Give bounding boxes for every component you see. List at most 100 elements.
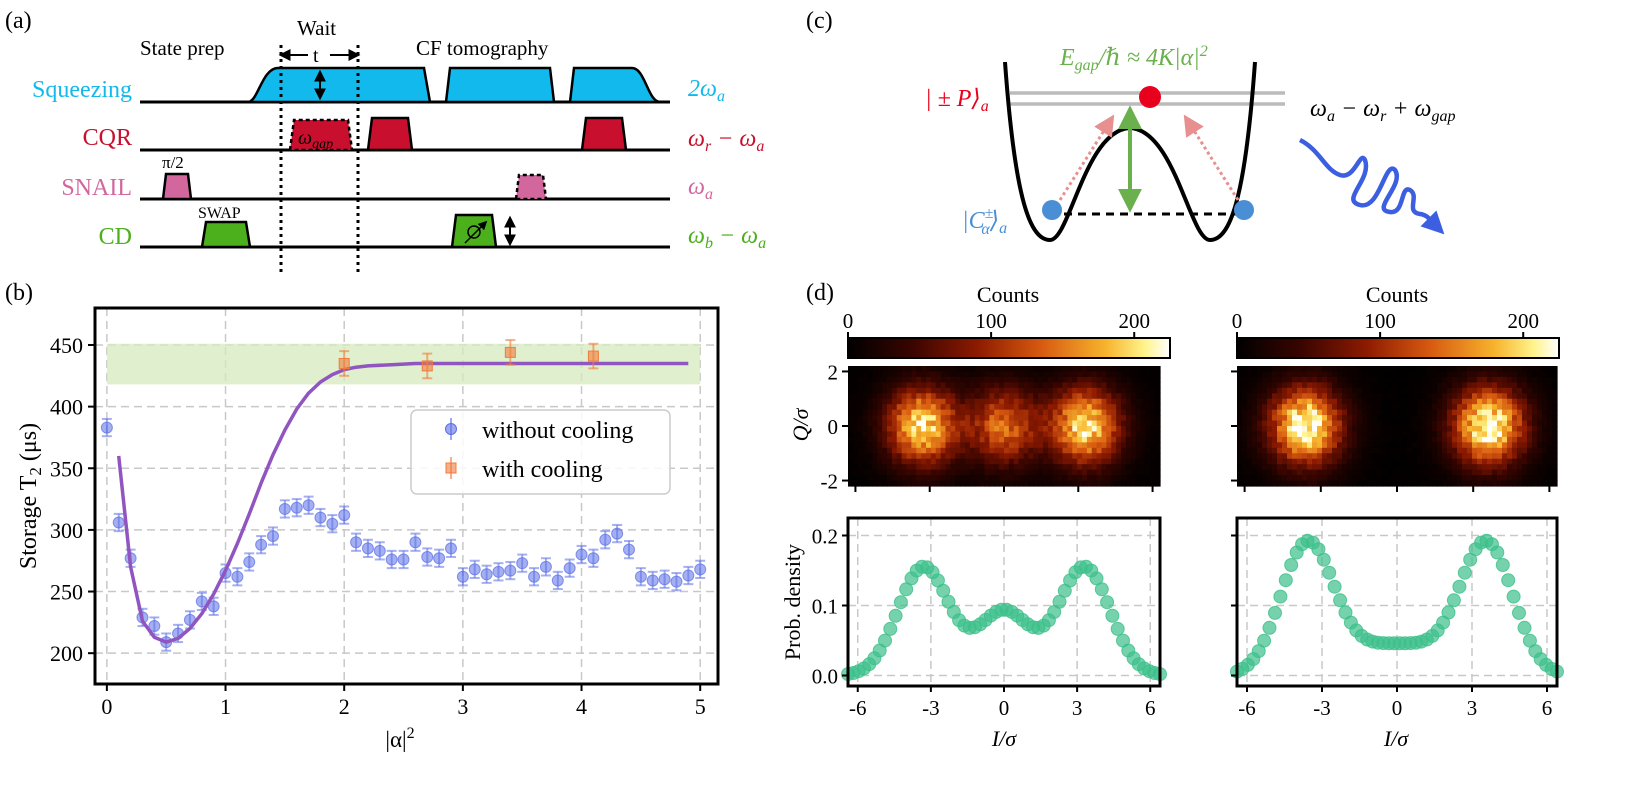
- heatmap-cell: [911, 453, 917, 460]
- heatmap-cell: [1422, 431, 1428, 438]
- heatmap-cell: [930, 420, 937, 427]
- heatmap-cell: [1402, 431, 1408, 438]
- heatmap-cell: [1507, 376, 1513, 383]
- heatmap-cell: [1028, 431, 1034, 438]
- heatmap-cell: [1062, 387, 1068, 394]
- heatmap-cell: [1297, 447, 1303, 454]
- heatmap-cell: [1091, 415, 1098, 422]
- heatmap-cell: [969, 431, 976, 438]
- heatmap-cell: [1367, 376, 1373, 383]
- heatmap-cell: [955, 409, 961, 416]
- axes-frame-b: [93, 306, 720, 686]
- heatmap-cell: [1062, 382, 1068, 389]
- heatmap-cell: [1452, 447, 1458, 454]
- heatmap-cell: [1547, 398, 1553, 405]
- heatmap-cell: [1317, 453, 1323, 460]
- heatmap-cell: [945, 409, 951, 416]
- heatmap-cell: [1537, 382, 1543, 389]
- heatmap-cell: [1337, 376, 1343, 383]
- heatmap-cell: [1412, 442, 1418, 449]
- heatmap-cell: [1150, 404, 1156, 411]
- heatmap-cell: [1018, 376, 1025, 383]
- heatmap-cell: [1135, 404, 1142, 411]
- heatmap-cell: [901, 382, 908, 389]
- heatmap-cell: [1287, 431, 1293, 438]
- heatmap-cell: [1552, 404, 1558, 411]
- heatmap-cell: [1327, 371, 1333, 378]
- heatmap-cell: [1372, 382, 1378, 389]
- heatmap-cell: [1477, 409, 1483, 416]
- heatmap-cell: [999, 464, 1005, 471]
- heatmap-cell: [906, 409, 912, 416]
- heatmap-cell: [901, 366, 908, 373]
- heatmap-cell: [965, 436, 971, 443]
- heatmap-cell: [1155, 426, 1161, 433]
- heatmap-cell: [1392, 398, 1398, 405]
- heatmap-cell: [1332, 475, 1338, 482]
- heatmap-cell: [1125, 480, 1132, 487]
- heatmap-cell: [1038, 475, 1044, 482]
- heatmap-cell: [1257, 409, 1263, 416]
- heatmap-cell: [1392, 387, 1398, 394]
- heatmap-cell: [1507, 371, 1513, 378]
- heatmap-cell: [1130, 480, 1137, 487]
- y-tick-label-b: 450: [50, 333, 83, 358]
- heatmap-cell: [1033, 420, 1039, 427]
- legend-box: [410, 409, 671, 495]
- heatmap-cell: [926, 469, 932, 476]
- heatmap-cell: [911, 420, 917, 427]
- heatmap-cell: [1008, 431, 1015, 438]
- heatmap-cell: [1417, 404, 1423, 411]
- heatmap-cell: [1517, 415, 1523, 422]
- prob-density-point: [1100, 595, 1115, 610]
- heatmap-cell: [1397, 382, 1403, 389]
- heatmap-cell: [926, 366, 932, 373]
- heatmap-cell: [1387, 458, 1393, 465]
- heatmap-cell: [1322, 447, 1328, 454]
- heatmap-cell: [1382, 409, 1388, 416]
- heatmap-cell: [1033, 387, 1039, 394]
- heatmap-cell: [848, 420, 854, 427]
- heatmap-cell: [926, 415, 932, 422]
- heatmap-cell: [1130, 415, 1137, 422]
- heatmap-cell: [1387, 371, 1393, 378]
- heatmap-cell: [921, 431, 927, 438]
- heatmap-cell: [1023, 371, 1029, 378]
- heatmap-cell: [1043, 426, 1049, 433]
- heatmap-cell: [1527, 371, 1533, 378]
- heatmap-cell: [1332, 442, 1338, 449]
- heatmap-cell: [877, 464, 883, 471]
- heatmap-cell: [926, 480, 932, 487]
- heatmap-cell: [1043, 447, 1049, 454]
- heatmap-cell: [1062, 469, 1068, 476]
- heatmap-cell: [1242, 376, 1248, 383]
- heatmap-cell: [999, 366, 1005, 373]
- heatmap-cell: [950, 376, 956, 383]
- heatmap-cell: [984, 382, 990, 389]
- channel-label-squeezing: Squeezing: [32, 77, 132, 103]
- heatmap-cell: [945, 436, 951, 443]
- heatmap-cell: [1145, 475, 1151, 482]
- heatmap-cell: [1437, 409, 1443, 416]
- heatmap-cell: [1437, 453, 1443, 460]
- heatmap-cell: [1047, 442, 1054, 449]
- heatmap-cell: [1013, 469, 1020, 476]
- heatmap-cell: [1262, 393, 1268, 400]
- cat-state-label: |C±α⟩a: [962, 205, 1007, 238]
- heatmap-cell: [1067, 404, 1073, 411]
- heatmap-cell: [1257, 436, 1263, 443]
- heatmap-cell: [1412, 398, 1418, 405]
- heatmap-cell: [1492, 480, 1498, 487]
- heatmap-cell: [1412, 404, 1418, 411]
- heatmap-cell: [1437, 366, 1443, 373]
- heatmap-cell: [1023, 404, 1029, 411]
- heatmap-cell: [989, 431, 995, 438]
- heatmap-cell: [1347, 376, 1353, 383]
- heatmap-cell: [1332, 464, 1338, 471]
- heatmap-cell: [1542, 436, 1548, 443]
- heatmap-cell: [1130, 426, 1137, 433]
- heatmap-cell: [984, 420, 990, 427]
- heatmap-cell: [965, 366, 971, 373]
- heatmap-cell: [1382, 420, 1388, 427]
- heatmap-cell: [1372, 480, 1378, 487]
